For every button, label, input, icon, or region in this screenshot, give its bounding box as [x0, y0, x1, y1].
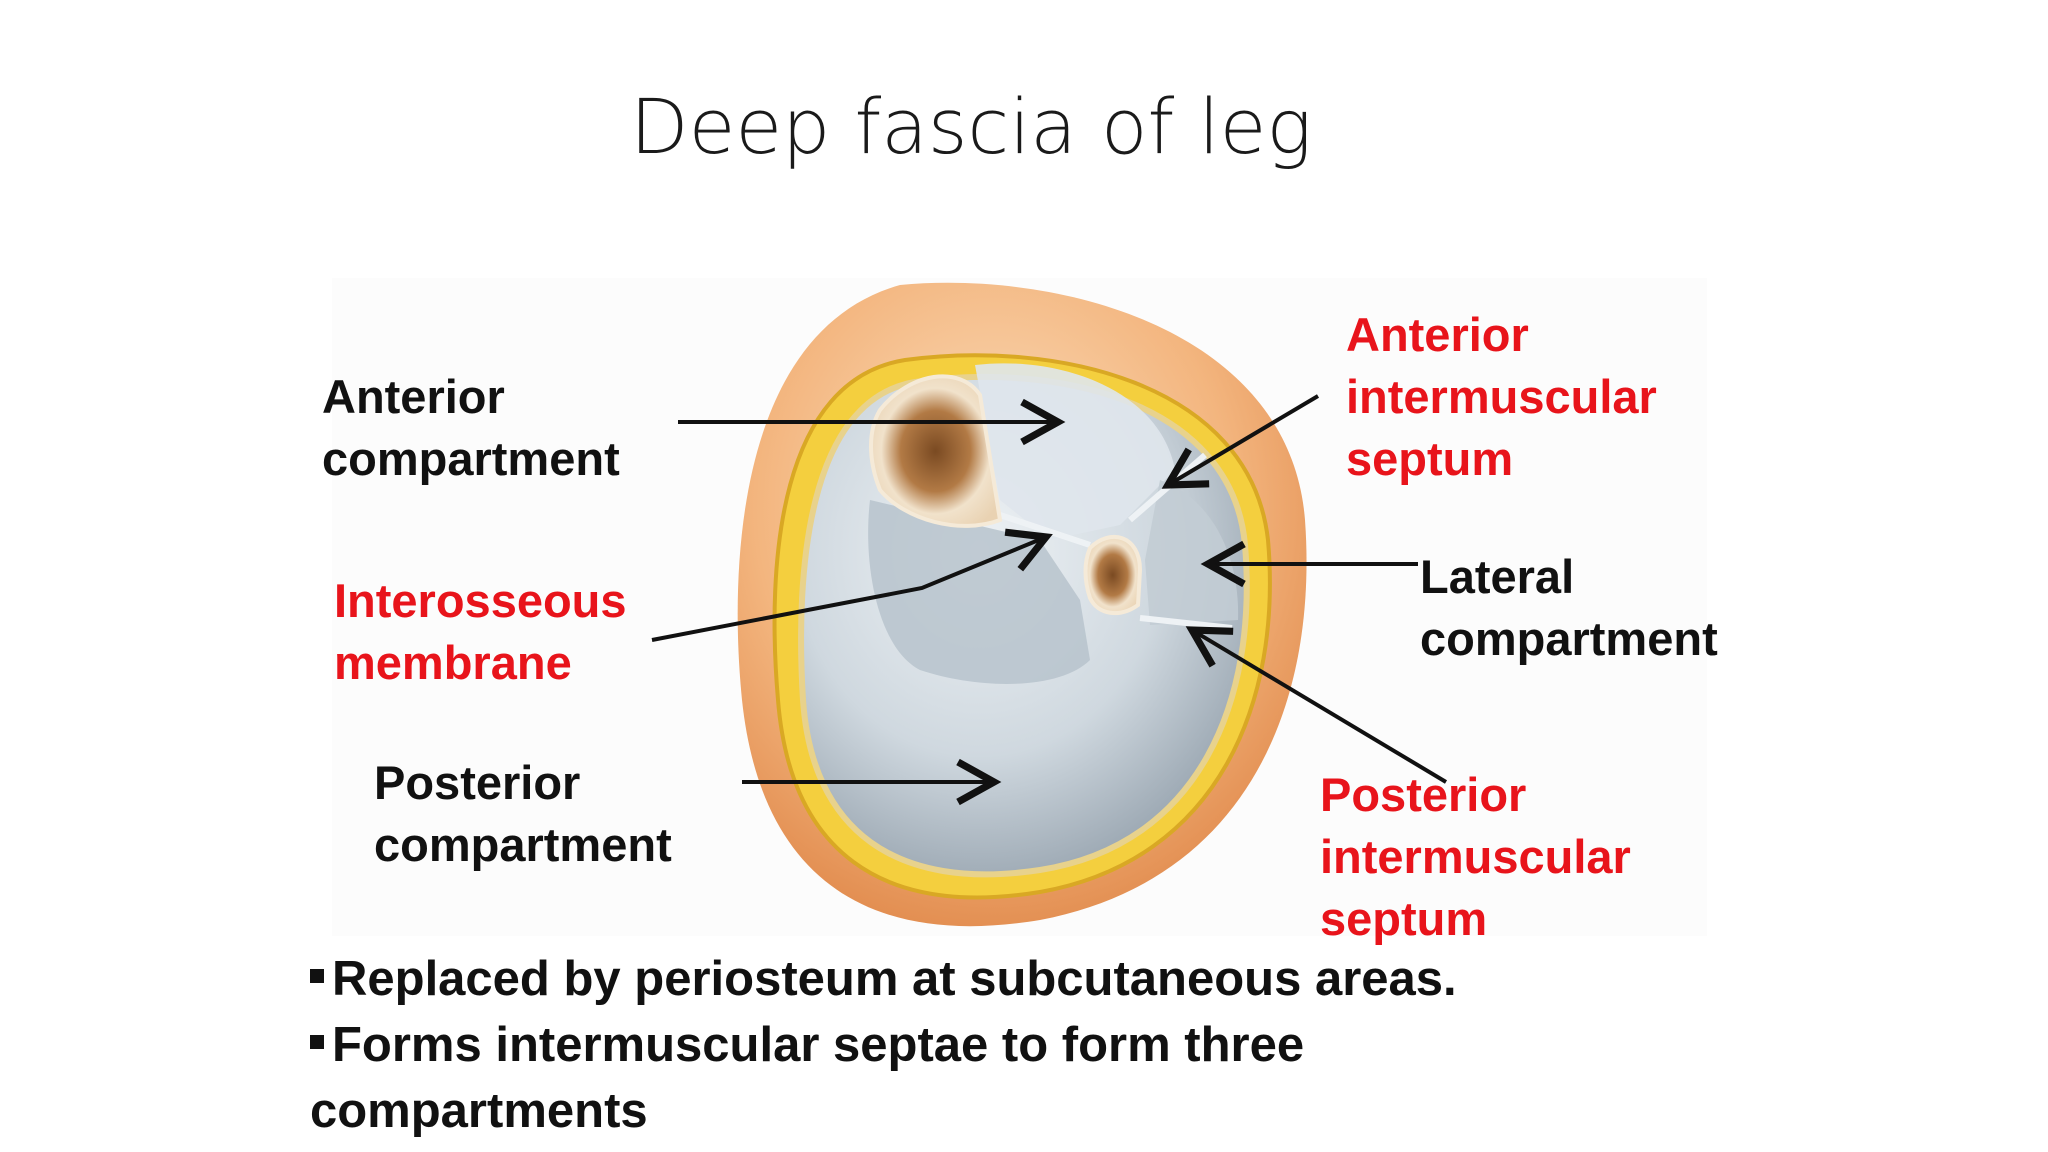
label-anterior-compartment: Anterior compartment: [322, 370, 620, 485]
bullet-item: Replaced by periosteum at subcutaneous a…: [310, 946, 2010, 1012]
bullet-item: Forms intermuscular septae to form three: [310, 1012, 2010, 1078]
tibia: [869, 374, 1003, 528]
arrow-interosseous-membrane: [651, 528, 1053, 642]
square-bullet-icon: [310, 969, 324, 984]
label-posterior-compartment: Posterior compartment: [374, 756, 672, 871]
label-interosseous-membrane: Interosseous membrane: [334, 574, 627, 689]
label-anterior-intermuscular-septum: Anterior intermuscular septum: [1346, 308, 1657, 485]
square-bullet-icon: [310, 1035, 324, 1050]
arrow-posterior-septum: [1185, 626, 1448, 784]
slide-title: Deep fascia of leg: [630, 82, 1312, 171]
label-posterior-intermuscular-septum: Posterior intermuscular septum: [1320, 768, 1631, 945]
bullet-list: Replaced by periosteum at subcutaneous a…: [310, 946, 2010, 1144]
bullet-continuation: compartments: [310, 1084, 648, 1138]
arrow-anterior-septum: [1161, 394, 1320, 489]
label-lateral-compartment: Lateral compartment: [1420, 550, 1718, 665]
lateral-compartment-region: [1145, 480, 1239, 625]
fibula: [1083, 535, 1143, 615]
